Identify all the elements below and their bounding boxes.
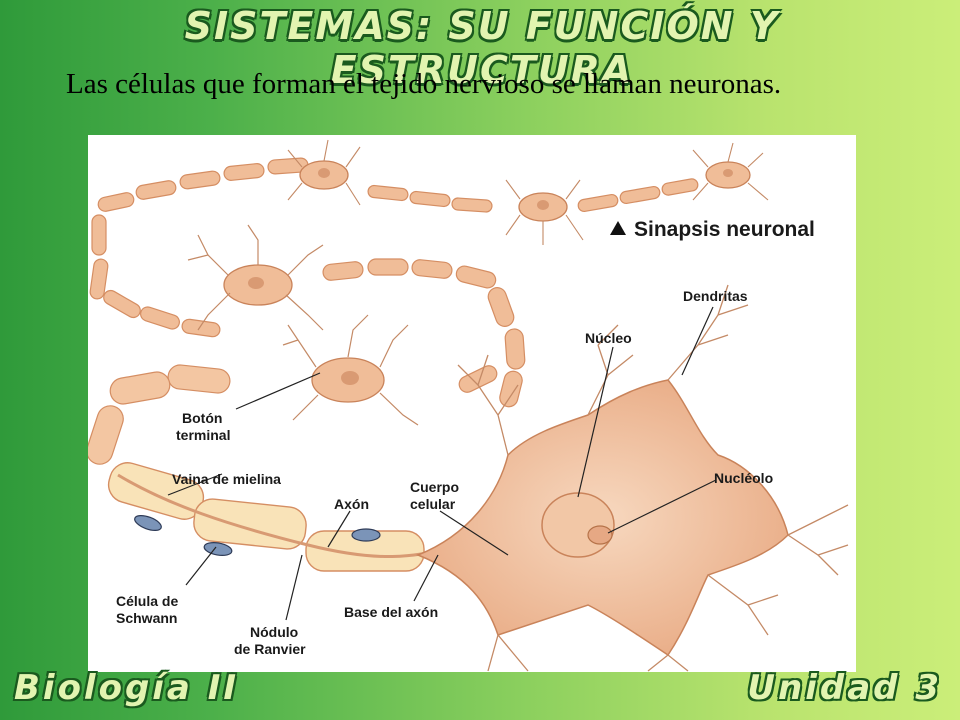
label-boton-2: terminal [176,427,230,443]
label-nodulo-2: de Ranvier [234,641,306,657]
myelin-chain-middle [322,258,526,408]
small-neuron-5 [692,142,769,201]
label-schwann-1: Célula de [116,593,178,609]
label-nucleo: Núcleo [585,330,632,346]
leader-lines [167,306,717,621]
myelin-chain-top [97,157,699,213]
label-axon: Axón [334,496,369,512]
label-schwann-2: Schwann [116,610,177,626]
label-dendritas: Dendritas [683,288,748,304]
footer-unit: Unidad 3 [747,668,942,708]
small-neuron-1 [187,224,324,331]
main-neuron-body [415,284,849,672]
slide-title: SISTEMAS: SU FUNCIÓN Y ESTRUCTURA [184,4,780,92]
label-nucleolo: Nucléolo [714,470,773,486]
label-boton-1: Botón [182,410,222,426]
label-cuerpo-1: Cuerpo [410,479,459,495]
main-axon [107,462,469,572]
label-cuerpo-2: celular [410,496,456,512]
label-base-axon: Base del axón [344,604,438,620]
label-vaina: Vaina de mielina [172,471,281,487]
caption-arrow-icon [610,221,626,235]
small-neuron-2 [282,314,419,426]
figure-caption: Sinapsis neuronal [634,218,815,241]
small-neuron-4 [505,179,584,245]
myelin-chain-left [89,214,221,338]
footer-course: Biología II [14,668,240,708]
label-nodulo-1: Nódulo [250,624,298,640]
neuron-diagram: Sinapsis neuronal Dendritas Núcleo Nuclé… [88,135,856,672]
small-neuron-3 [287,139,361,206]
intro-text: Las células que forman el tejido nervios… [66,68,782,100]
myelin-chain-lower [88,364,231,465]
